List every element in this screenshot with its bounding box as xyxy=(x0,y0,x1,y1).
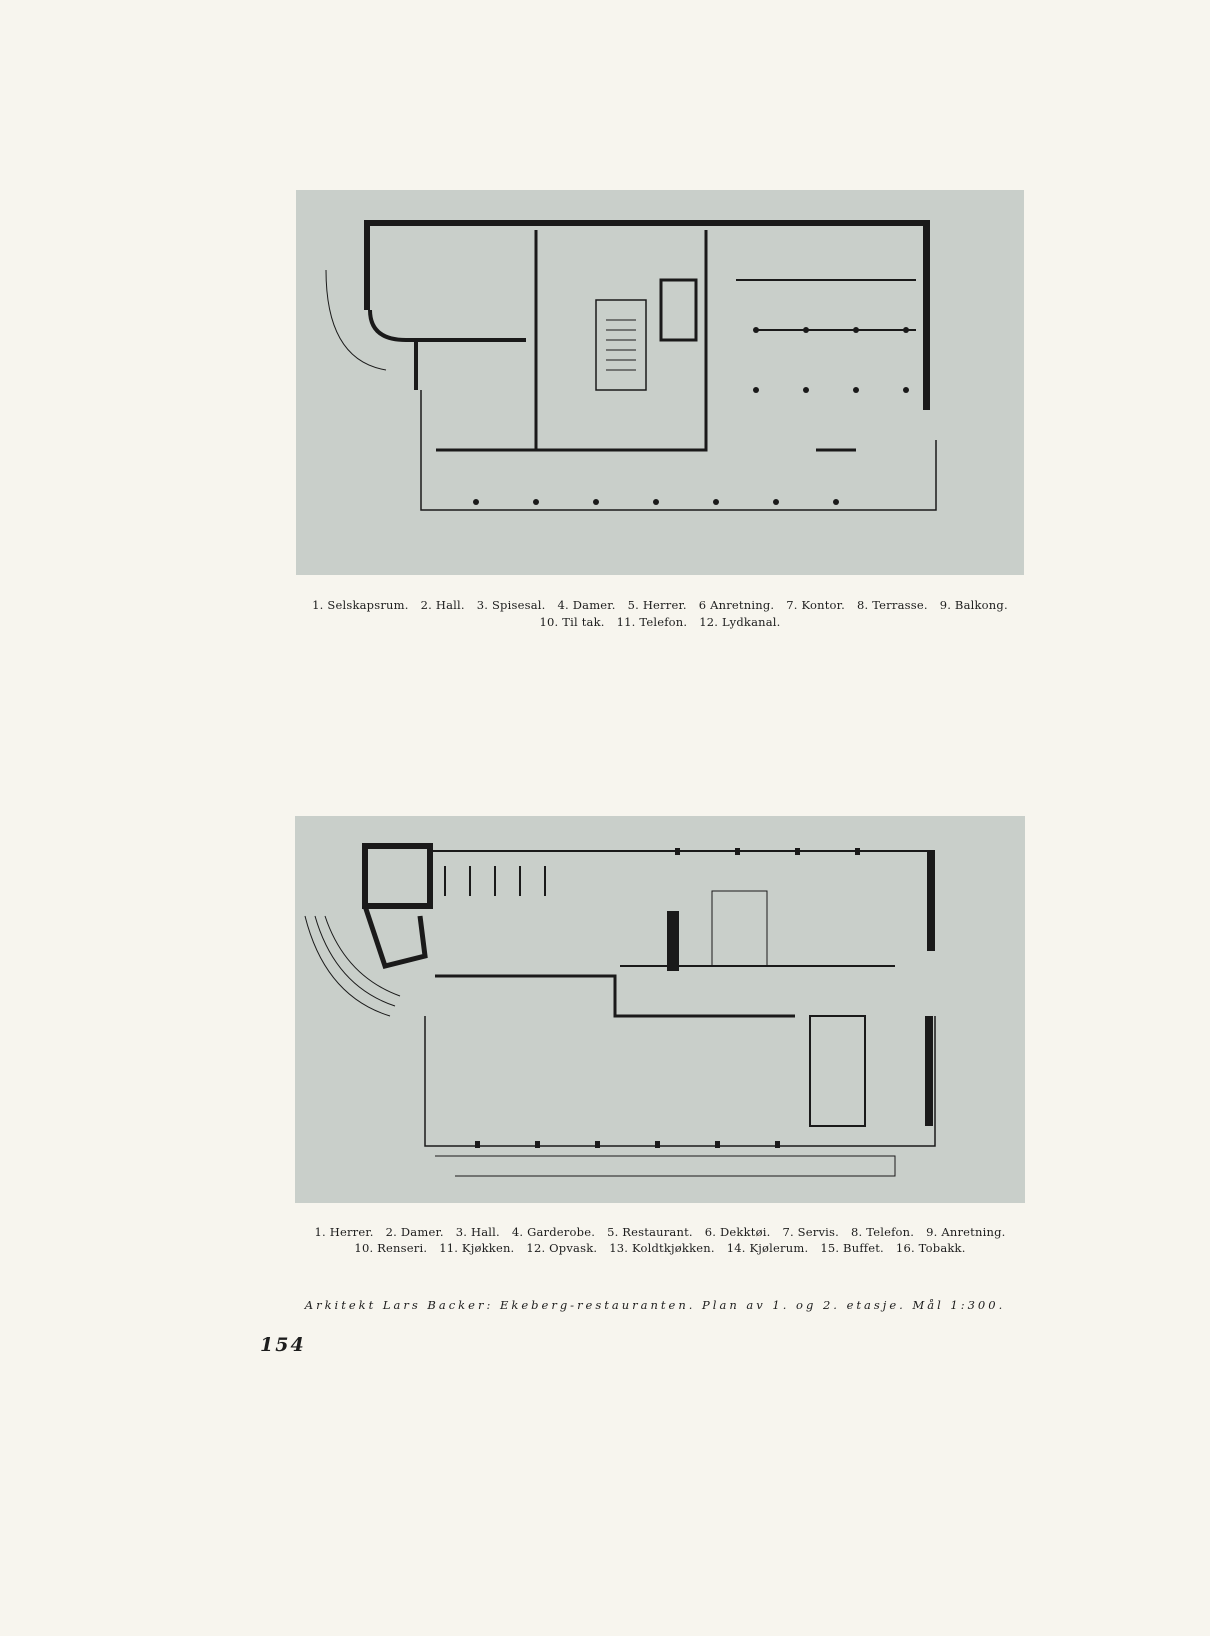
legend-item: 6 Anretning. xyxy=(698,598,775,612)
legend-item: 4. Garderobe. xyxy=(511,1225,596,1239)
figure-2-legend-line-2: 10. Renseri. 11. Kjøkken. 12. Opvask. 13. K… xyxy=(280,1241,1040,1255)
legend-item: 12. Lydkanal. xyxy=(699,615,781,629)
legend-item: 3. Spisesal. xyxy=(476,598,546,612)
legend-item: 5. Restaurant. xyxy=(607,1225,693,1239)
legend-item: 4. Damer. xyxy=(557,598,616,612)
legend-item: 14. Kjølerum. xyxy=(726,1241,809,1255)
legend-item: 11. Telefon. xyxy=(616,615,688,629)
figure-1-legend: 1. Selskapsrum. 2. Hall. 3. Spisesal. 4. Da… xyxy=(280,598,1040,612)
legend-item: 8. Telefon. xyxy=(851,1225,915,1239)
floor-plan-1 xyxy=(296,190,1024,575)
legend-item: 9. Anretning. xyxy=(926,1225,1006,1239)
legend-item: 12. Opvask. xyxy=(526,1241,598,1255)
legend-item: 2. Damer. xyxy=(385,1225,444,1239)
legend-item: 11. Kjøkken. xyxy=(439,1241,515,1255)
page-number: 154 xyxy=(260,1334,306,1356)
floor-plan-2 xyxy=(295,816,1025,1203)
legend-item: 9. Balkong. xyxy=(939,598,1008,612)
legend-item: 7. Kontor. xyxy=(786,598,845,612)
figure-2-legend: 1. Herrer. 2. Damer. 3. Hall. 4. Garderobe.… xyxy=(280,1225,1040,1239)
legend-item: 15. Buffet. xyxy=(820,1241,884,1255)
legend-item: 1. Selskapsrum. xyxy=(312,598,409,612)
legend-item: 5. Herrer. xyxy=(627,598,687,612)
legend-item: 16. Tobakk. xyxy=(895,1241,966,1255)
figure-1-legend-line-2: 10. Til tak. 11. Telefon. 12. Lydkanal. xyxy=(280,615,1040,629)
legend-item: 1. Herrer. xyxy=(314,1225,374,1239)
legend-item: 13. Koldtkjøkken. xyxy=(609,1241,715,1255)
legend-item: 7. Servis. xyxy=(782,1225,839,1239)
legend-item: 10. Til tak. xyxy=(539,615,605,629)
legend-item: 8. Terrasse. xyxy=(856,598,928,612)
legend-item: 2. Hall. xyxy=(420,598,465,612)
legend-item: 3. Hall. xyxy=(455,1225,500,1239)
legend-item: 10. Renseri. xyxy=(354,1241,428,1255)
figure-credit: Arkitekt Lars Backer: Ekeberg-restaurant… xyxy=(304,1298,1006,1312)
legend-item: 6. Dekktøi. xyxy=(704,1225,771,1239)
